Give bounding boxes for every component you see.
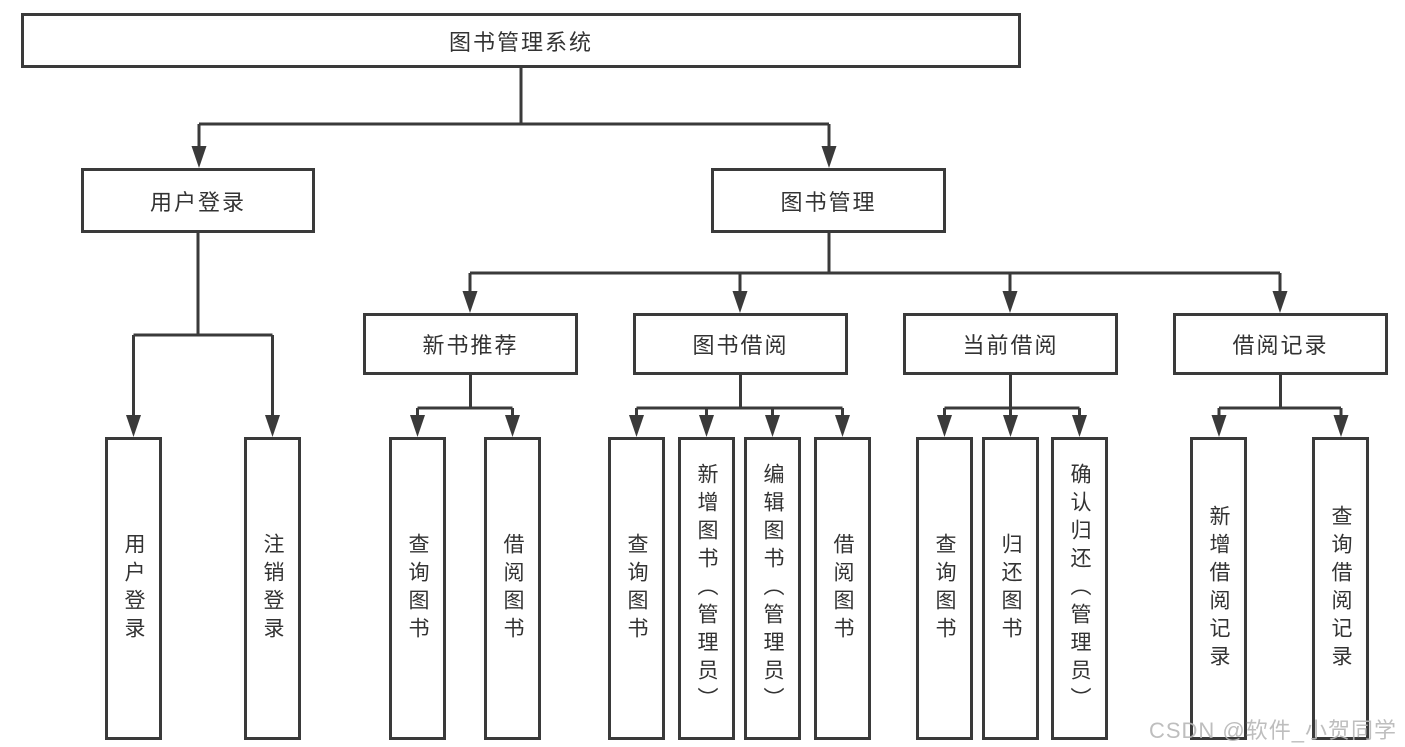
node-label: 归还图书 <box>999 532 1022 645</box>
node-label: 借阅记录 <box>1232 333 1329 358</box>
node-user-login: 用户登录 <box>81 168 315 233</box>
node-borrow-records: 借阅记录 <box>1173 313 1388 375</box>
node-label: 新增借阅记录 <box>1207 504 1230 673</box>
leaf-query-books-recommend: 查询图书 <box>389 437 446 740</box>
node-label: 注销登录 <box>261 532 284 645</box>
node-current-borrow: 当前借阅 <box>903 313 1118 375</box>
leaf-borrow-books: 借阅图书 <box>814 437 871 740</box>
node-label: 确认归还（管理员） <box>1068 462 1091 715</box>
node-new-book-recommend: 新书推荐 <box>363 313 578 375</box>
leaf-add-borrow-record: 新增借阅记录 <box>1190 437 1247 740</box>
leaf-query-borrow-record: 查询借阅记录 <box>1312 437 1369 740</box>
node-label: 用户登录 <box>149 189 246 215</box>
node-label: 用户登录 <box>122 532 145 645</box>
node-label: 当前借阅 <box>962 333 1059 358</box>
node-label: 借阅图书 <box>831 532 854 645</box>
node-label: 图书管理 <box>780 189 877 215</box>
node-label: 新增图书（管理员） <box>695 462 718 715</box>
leaf-add-book-admin: 新增图书（管理员） <box>678 437 735 740</box>
node-label: 借阅图书 <box>501 532 524 645</box>
leaf-return-book: 归还图书 <box>982 437 1039 740</box>
leaf-query-books-current: 查询图书 <box>916 437 973 740</box>
node-label: 查询借阅记录 <box>1329 504 1352 673</box>
node-library-management-system: 图书管理系统 <box>21 13 1021 68</box>
node-book-borrow: 图书借阅 <box>633 313 848 375</box>
node-book-management: 图书管理 <box>711 168 946 233</box>
leaf-edit-book-admin: 编辑图书（管理员） <box>744 437 801 740</box>
leaf-query-books-borrow: 查询图书 <box>608 437 665 740</box>
node-label: 查询图书 <box>625 532 648 645</box>
leaf-confirm-return-admin: 确认归还（管理员） <box>1051 437 1108 740</box>
node-label: 新书推荐 <box>422 333 519 358</box>
node-label: 图书借阅 <box>692 333 789 358</box>
node-label: 查询图书 <box>933 532 956 645</box>
node-label: 编辑图书（管理员） <box>761 462 784 715</box>
leaf-user-login: 用户登录 <box>105 437 162 740</box>
node-label: 查询图书 <box>406 532 429 645</box>
leaf-logout: 注销登录 <box>244 437 301 740</box>
csdn-watermark: CSDN @软件_小贺同学 <box>1148 718 1397 743</box>
node-label: 图书管理系统 <box>448 29 593 55</box>
leaf-borrow-books-recommend: 借阅图书 <box>484 437 541 740</box>
